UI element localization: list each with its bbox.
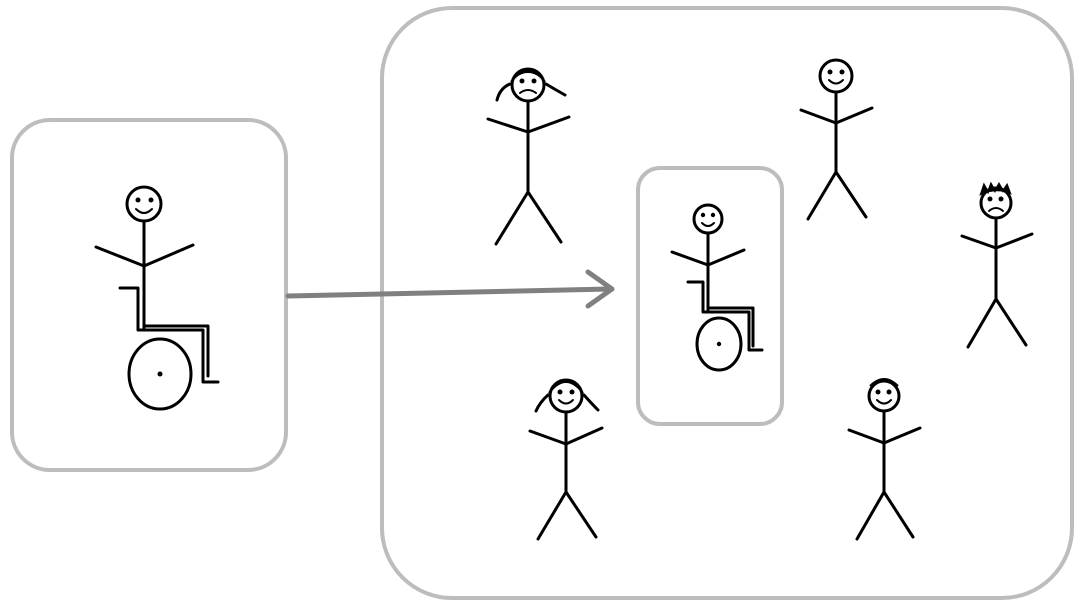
included-wheelchair-user xyxy=(670,203,764,372)
short-hair-smile-person xyxy=(847,378,922,541)
wheelchair-icon xyxy=(686,280,764,372)
wheelchair-icon xyxy=(118,286,220,411)
wheelchair-user xyxy=(94,185,220,411)
pigtails-smile-person xyxy=(528,378,604,541)
arrow-icon xyxy=(285,269,615,309)
pigtails-frown-person xyxy=(486,67,571,246)
spiky-hair-frown-person xyxy=(960,181,1034,349)
inner-highlight-frame xyxy=(636,166,784,426)
right-panel-frame xyxy=(380,6,1074,600)
left-panel-frame xyxy=(10,118,288,472)
smiling-person xyxy=(799,58,874,221)
smiling-face-icon xyxy=(125,185,163,223)
